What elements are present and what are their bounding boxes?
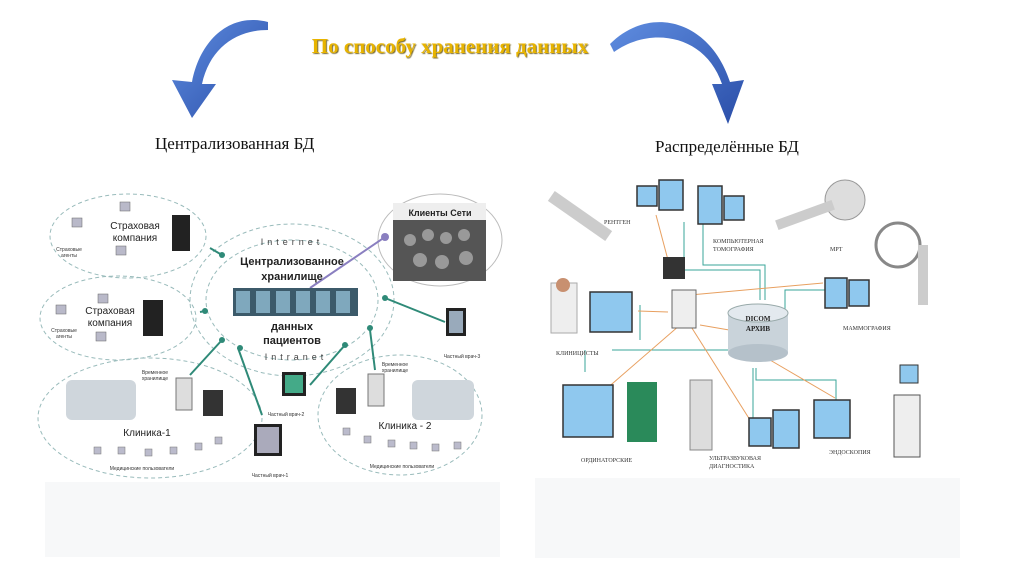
left-curved-arrow-icon [172,19,268,118]
insurance-2-agents-2: агенты [56,334,72,340]
ultrasound-label: УЛЬТРАЗВУКОВАЯ [709,456,761,462]
insurance-1-name: Страховая [110,221,160,232]
slide-title: По способу хранения данных [311,34,589,58]
dicom-archive-icon [727,303,789,362]
xray-machine-icon [547,191,613,241]
clinic-1-storage-icon [175,377,193,411]
doctor-1-label: Частный врач-1 [252,472,289,479]
clinic-1-scanner-icon [66,380,136,420]
insurance-1-name-2: компания [113,233,157,244]
xray-monitor-icon [636,185,658,207]
server-tower-icon [671,289,697,329]
clinic-1-name: Клиника-1 [123,428,171,439]
endoscopy-label: ЭНДОСКОПИЯ [829,450,871,456]
film-printer-icon [663,257,685,279]
archive-label: АРХИВ [746,325,770,333]
mammo-monitor-icon [824,277,848,309]
ordinator-label: ОРДИНАТОРСКИЕ [581,458,632,464]
distributed-db-label: Распределённые БД [655,137,799,156]
radiologist-figure-icon [627,382,657,442]
center-title-3: данных [271,321,314,333]
clinicians-label: КЛИНИЦИСТЫ [556,351,599,357]
ct-monitor-icon [697,185,723,225]
mri-label: МРТ [830,247,843,253]
clinic-2-storage-label-2: хранилище [382,368,408,374]
clinic-2-storage-label: Временное [382,362,408,368]
mammograph-icon [874,221,922,269]
xray-label: РЕНТГЕН [604,220,631,226]
ordinator-monitor-icon [562,384,614,438]
clinic-2-users: Медицинские пользователи [370,464,435,470]
clinic-1-group [37,357,263,479]
dicom-label: DICOM [746,315,771,323]
insurance-2-server-icon [143,300,163,336]
ct-label: КОМПЬЮТЕРНАЯ [713,239,764,245]
insurance-2-name: Страховая [85,306,135,317]
clinic-1-users: Медицинские пользователи [110,466,175,472]
center-inner-ring [205,239,379,361]
mammography-label: МАММОГРАФИЯ [843,326,891,332]
clinic-2-name: Клиника - 2 [379,421,432,432]
internet-label: Internet [261,237,324,247]
insurance-1-agents: Страховые [56,247,82,253]
clinic-1-storage-label: Временное [142,370,168,376]
intranet-label: Intranet [265,352,328,362]
clinic-2-scanner-icon [412,380,474,420]
center-title-2: хранилище [261,271,323,283]
clinic-2-workstation-icon [336,388,356,414]
central-servers-icon [233,288,358,316]
insurance-2-name-2: компания [88,318,132,329]
insurance-1-group [49,193,207,279]
endo-monitor-icon [813,399,851,439]
doctor-2-label: Частный врач-2 [268,411,305,418]
network-clients-label: Клиенты Сети [408,208,471,218]
centralized-db-label: Централизованная БД [155,134,315,153]
center-title-4: пациентов [263,335,321,347]
ultrasound-label-2: ДИАГНОСТИКА [709,464,755,470]
insurance-2-group [39,275,197,361]
clinicians-monitor-icon [589,291,633,333]
right-reflection [535,478,960,558]
insurance-1-server-icon [172,215,190,251]
insurance-2-agents: Страховые [51,328,77,334]
clinic-2-storage-icon [367,373,385,407]
mri-scanner-icon [824,179,866,221]
clinic-2-group [317,354,483,476]
clinic-1-workstation-icon [203,390,223,416]
center-title-1: Централизованное [240,256,344,268]
endoscopy-cart-icon [893,394,921,458]
ct-label-2: ТОМОГРАФИЯ [713,247,754,253]
clinic-1-storage-label-2: хранилище [142,376,168,382]
doctor-3-label: Частный врач-3 [444,353,481,360]
us-monitor-icon [748,417,772,447]
left-reflection [45,482,500,557]
insurance-1-agents-2: агенты [61,253,77,259]
right-curved-arrow-icon [610,22,744,124]
ultrasound-machine-icon [689,379,713,451]
clients-group [377,193,503,287]
